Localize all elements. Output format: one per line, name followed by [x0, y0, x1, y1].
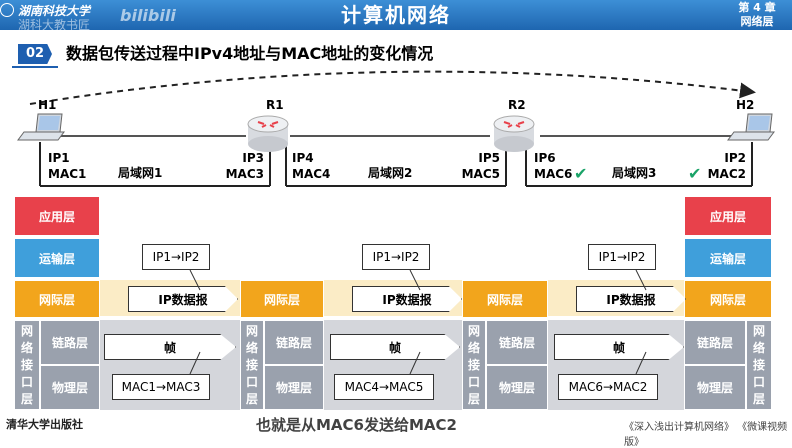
callout-pointers	[189, 269, 647, 375]
r1-link-layer: 链路层	[264, 320, 324, 365]
bilibili-watermark: bilibili	[120, 6, 176, 25]
hop1-mac-callout: MAC1→MAC3	[112, 374, 210, 400]
r1-physical-layer: 物理层	[264, 365, 324, 410]
hop3-ip-datagram: IP数据报	[576, 286, 686, 312]
checkmark-mac6-icon: ✔	[574, 164, 588, 183]
hop3-ip-callout: IP1→IP2	[588, 244, 656, 270]
university-name: 湖南科技大学	[18, 4, 91, 18]
r2-internet-layer: 网际层	[462, 280, 548, 318]
ip4-label: IP4	[292, 151, 314, 165]
publisher-label: 清华大学出版社	[6, 418, 83, 431]
hop2-ip-datagram: IP数据报	[352, 286, 462, 312]
hop2-ip-callout: IP1→IP2	[362, 244, 430, 270]
mac4-label: MAC4	[292, 167, 331, 181]
router-r2-label: R2	[508, 98, 526, 112]
laptop-h2-icon	[727, 113, 775, 141]
h1-netif-layer: 网络接口层	[14, 320, 40, 410]
lan3-label: 局域网3	[612, 166, 657, 180]
h2-link-layer: 链路层	[684, 320, 746, 365]
mac5-label: MAC5	[461, 167, 500, 181]
netif-vertical-text: 网络接口层	[245, 324, 258, 406]
lan1-label: 局域网1	[118, 166, 163, 180]
h2-address: IP2 MAC2	[704, 150, 746, 182]
netif-vertical-text: 网络接口层	[752, 324, 765, 406]
laptop-h1-icon	[17, 113, 65, 141]
h1-application-layer: 应用层	[14, 196, 100, 236]
chapter-number: 第 4 章	[738, 1, 776, 14]
h2-netif-layer: 网络接口层	[746, 320, 772, 410]
h1-physical-layer: 物理层	[40, 365, 100, 410]
watermark-text: 湖科大教书匠	[18, 18, 91, 32]
section-title: 数据包传送过程中IPv4地址与MAC地址的变化情况	[66, 44, 434, 63]
hop1-ip-callout: IP1→IP2	[142, 244, 210, 270]
h2-transport-layer: 运输层	[684, 238, 772, 278]
r2-netif-layer: 网络接口层	[462, 320, 486, 410]
router-r1-label: R1	[266, 98, 284, 112]
router-r1-icon	[247, 115, 289, 152]
netif-vertical-text: 网络接口层	[20, 324, 33, 406]
h1-internet-layer: 网际层	[14, 280, 100, 318]
hop2-mac-callout: MAC4→MAC5	[334, 374, 434, 400]
path-arc-dashed	[29, 70, 756, 105]
chapter-subtitle: 网络层	[740, 15, 774, 28]
host-h1-label: H1	[38, 98, 57, 112]
r2-left-address: IP5 MAC5	[450, 150, 500, 182]
header-bar	[0, 0, 792, 30]
ip5-label: IP5	[478, 151, 500, 165]
mac1-label: MAC1	[48, 167, 87, 181]
ip3-label: IP3	[242, 151, 264, 165]
section-underline	[12, 66, 58, 68]
ip6-label: IP6	[534, 151, 556, 165]
router-r2-icon	[493, 115, 535, 152]
mac2-label: MAC2	[707, 167, 746, 181]
caption-subtitle: 也就是从MAC6发送给MAC2	[256, 416, 457, 434]
hop3-mac-callout: MAC6→MAC2	[558, 374, 658, 400]
netif-vertical-text: 网络接口层	[467, 324, 480, 406]
h2-physical-layer: 物理层	[684, 365, 746, 410]
university-logo-icon	[0, 3, 14, 17]
hop3-frame: 帧	[554, 334, 684, 360]
mac3-label: MAC3	[225, 167, 264, 181]
section-number: 02	[18, 44, 52, 64]
checkmark-mac2-icon: ✔	[688, 164, 702, 183]
h1-address: IP1 MAC1	[48, 150, 86, 182]
r1-internet-layer: 网际层	[240, 280, 324, 318]
r1-right-address: IP4 MAC4	[292, 150, 330, 182]
book-title-footer: 《深入浅出计算机网络》 《微课视频版》	[624, 422, 788, 448]
hop2-frame: 帧	[330, 334, 460, 360]
r2-physical-layer: 物理层	[486, 365, 548, 410]
lan2-label: 局域网2	[368, 166, 413, 180]
h2-internet-layer: 网际层	[684, 280, 772, 318]
r2-link-layer: 链路层	[486, 320, 548, 365]
host-h2-label: H2	[736, 98, 755, 112]
h2-application-layer: 应用层	[684, 196, 772, 236]
r1-left-address: IP3 MAC3	[214, 150, 264, 182]
page-title: 计算机网络	[341, 3, 451, 27]
ip1-label: IP1	[48, 151, 70, 165]
h1-transport-layer: 运输层	[14, 238, 100, 278]
hop1-ip-datagram: IP数据报	[128, 286, 238, 312]
chapter-label: 第 4 章 网络层	[724, 0, 790, 30]
ip2-label: IP2	[724, 151, 746, 165]
mac6-label: MAC6	[534, 167, 573, 181]
h1-link-layer: 链路层	[40, 320, 100, 365]
r1-netif-layer: 网络接口层	[240, 320, 264, 410]
network-topology-diagram	[17, 70, 775, 187]
hop1-frame: 帧	[104, 334, 236, 360]
r2-right-address: IP6 MAC6	[534, 150, 572, 182]
